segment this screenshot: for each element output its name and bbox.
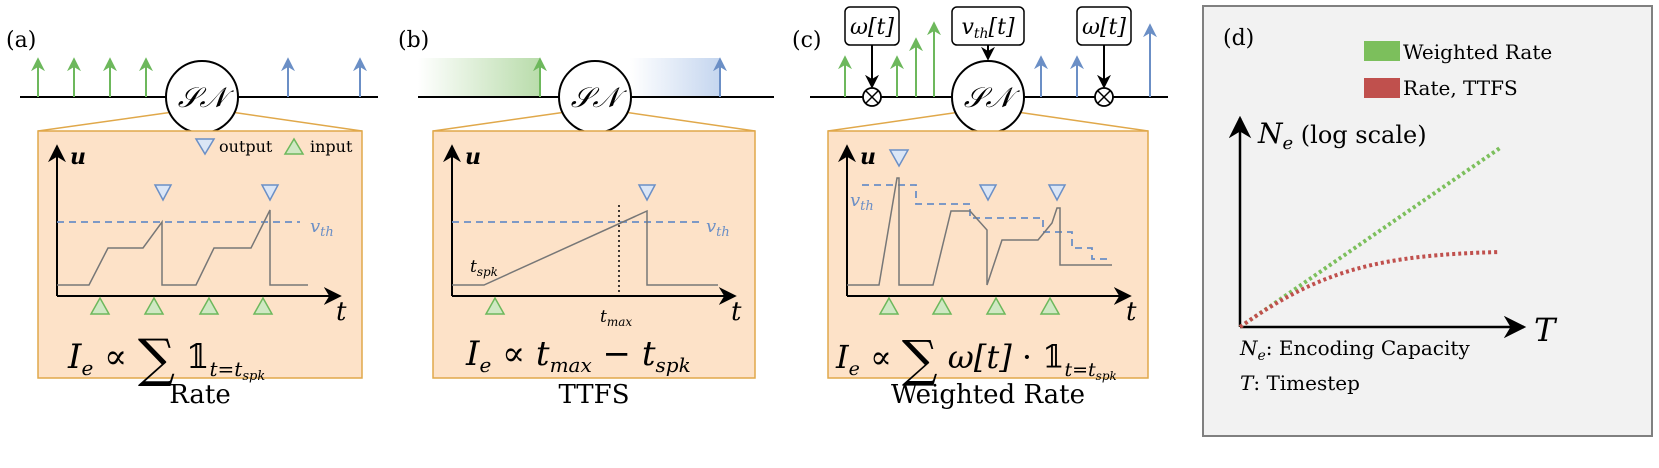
panel-c: (c) ω[t] vth[t] ω[t] (792, 6, 1168, 410)
zoom-box (432, 130, 756, 379)
output-triangle-icon (194, 138, 216, 156)
panel-d: (d) Weighted Rate Rate, TTFS Ne (log sca… (1202, 5, 1653, 437)
u-axis-label: u (465, 144, 481, 170)
panel-d-background (1202, 5, 1653, 437)
threshold-box-label: vth[t] (961, 15, 1015, 42)
legend-output: output (219, 137, 273, 156)
input-spike-marker (931, 296, 953, 315)
output-spikes (281, 57, 367, 97)
input-gradient (418, 58, 540, 97)
input-triangle-icon (283, 137, 305, 155)
membrane-potential (452, 209, 718, 286)
input-spike-marker (484, 296, 506, 315)
input-spike-marker (878, 296, 900, 315)
output-spike-marker (888, 149, 910, 168)
caption-c: Weighted Rate (891, 380, 1085, 410)
legend-swatch-rate (1364, 78, 1400, 98)
zoom-box (37, 130, 363, 379)
neuron-label: 𝒮𝒩 (178, 81, 235, 114)
input-spike-marker (143, 296, 165, 315)
membrane-potential (847, 177, 1112, 286)
panel-c-label: (c) (792, 28, 822, 53)
weight-label: ω[t] (1082, 15, 1126, 40)
output-spike-marker (260, 184, 280, 202)
y-axis-label: Ne (log scale) (1257, 117, 1427, 154)
u-axis-label: u (860, 144, 876, 170)
output-spikes (1034, 23, 1157, 97)
input-spike-marker (1039, 296, 1061, 315)
note-t: T: Timestep (1240, 371, 1360, 395)
caption-b: TTFS (558, 380, 629, 410)
output-spike-marker (978, 184, 998, 202)
input-spikes (31, 57, 153, 97)
caption-a: Rate (169, 380, 231, 410)
input-spikes (838, 21, 941, 97)
input-spike-marker (198, 296, 220, 315)
output-spike-marker (1047, 184, 1067, 202)
x-axis-label: T (1534, 311, 1558, 349)
panel-a-label: (a) (6, 28, 36, 53)
weighted-rate-curve (1238, 146, 1502, 329)
t-axis-label: t (1126, 297, 1137, 327)
note-ne: Ne: Encoding Capacity (1239, 336, 1470, 364)
panel-d-label: (d) (1223, 26, 1254, 51)
t-axis-label: t (731, 297, 742, 327)
output-spike-marker (153, 184, 173, 202)
output-gradient (630, 58, 720, 97)
membrane-potential (57, 209, 308, 286)
legend-input: input (310, 137, 353, 156)
input-spike-marker (985, 296, 1007, 315)
legend-swatch-weighted (1364, 41, 1400, 61)
weight-label: ω[t] (850, 15, 894, 40)
zoom-box (827, 130, 1149, 379)
neuron-label: 𝒮𝒩 (571, 81, 628, 114)
input-spike-marker (89, 296, 111, 315)
legend-rate-ttfs: Rate, TTFS (1403, 76, 1518, 100)
panel-b: (b) 𝒮𝒩 u t vth tspk tmax Ie ∝ tmax − tsp… (398, 28, 774, 410)
output-spike-marker (637, 184, 657, 202)
t-axis-label: t (336, 297, 347, 327)
input-spike-marker (252, 296, 274, 315)
u-axis-label: u (70, 144, 86, 170)
panel-a: (a) 𝒮𝒩 output input u t vth (6, 28, 378, 410)
legend-weighted-rate: Weighted Rate (1403, 40, 1552, 64)
panel-b-label: (b) (398, 28, 429, 53)
threshold-line (862, 184, 1112, 260)
neuron-label: 𝒮𝒩 (964, 81, 1021, 114)
